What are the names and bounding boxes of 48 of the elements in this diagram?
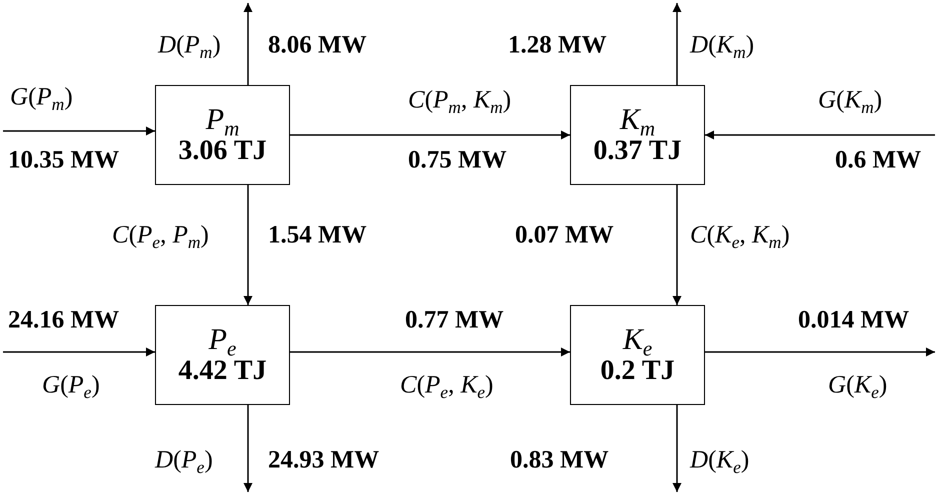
arrow	[705, 130, 935, 140]
node-symbol: P$_{m}$	[206, 103, 240, 136]
power-value: 1.54 MW	[268, 222, 367, 248]
energy-value: 0.2 TJ	[600, 356, 675, 387]
arrow	[672, 185, 682, 305]
power-value: 8.06 MW	[268, 32, 367, 58]
power-value: 0.07 MW	[515, 222, 614, 248]
arrow	[244, 405, 252, 492]
edge-label: C(K$_{e}$, K$_{m}$)	[690, 222, 790, 248]
power-value: 10.35 MW	[8, 148, 120, 172]
power-value: 24.16 MW	[8, 308, 120, 332]
energy-value: 0.37 TJ	[593, 136, 682, 167]
process-box	[155, 85, 290, 185]
arrow	[244, 3, 252, 85]
arrow	[672, 405, 682, 492]
edge-label: C(P$_{e}$, K$_{e}$)	[400, 372, 494, 398]
edge-label: G(P$_{e}$)	[42, 372, 100, 398]
energy-value: 3.06 TJ	[178, 136, 267, 167]
arrow	[3, 348, 155, 356]
edge-label: G(P$_{m}$)	[10, 84, 73, 110]
edge-label: G(K$_{m}$)	[818, 88, 882, 112]
power-value: 24.93 MW	[268, 448, 380, 472]
power-value: 0.6 MW	[835, 148, 922, 172]
process-box	[570, 85, 705, 185]
arrow	[290, 348, 570, 356]
edge-label: C(P$_{e}$, P$_{m}$)	[112, 222, 209, 248]
process-box	[155, 305, 290, 405]
edge-label: C(P$_{m}$, K$_{m}$)	[408, 88, 512, 112]
edge-label: D(K$_{e}$)	[690, 448, 750, 472]
arrow	[244, 185, 252, 305]
node-symbol: K$_{e}$	[622, 323, 652, 356]
power-value: 1.28 MW	[508, 32, 607, 58]
edge-label: D(P$_{m}$)	[158, 32, 221, 58]
edge-label: D(K$_{m}$)	[690, 32, 754, 58]
power-value: 0.77 MW	[405, 308, 504, 332]
arrow	[705, 348, 935, 356]
node-symbol: K$_{m}$	[620, 103, 656, 136]
arrow	[672, 3, 682, 85]
edge-label: D(P$_{e}$)	[155, 448, 213, 472]
energy-value: 4.42 TJ	[178, 356, 267, 387]
arrow	[3, 126, 155, 136]
process-box	[570, 305, 705, 405]
arrow	[290, 130, 570, 140]
power-value: 0.75 MW	[408, 148, 507, 172]
power-value: 0.83 MW	[510, 448, 609, 472]
power-value: 0.014 MW	[798, 308, 910, 332]
node-symbol: P$_{e}$	[208, 323, 236, 356]
edge-label: G(K$_{e}$)	[828, 372, 888, 398]
